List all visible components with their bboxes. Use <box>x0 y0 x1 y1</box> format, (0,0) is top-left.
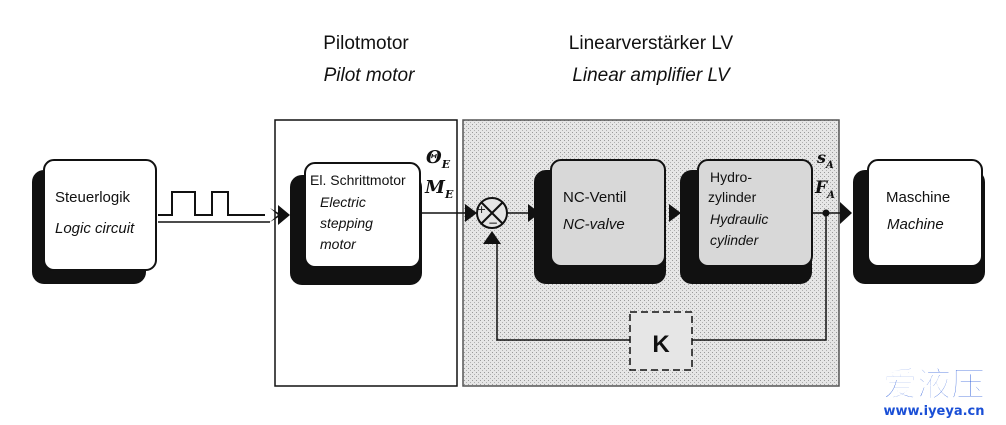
valve-label-en: NC-valve <box>563 216 625 233</box>
cylinder-label-de-2: zylinder <box>708 189 757 205</box>
signal-m-e: ME <box>424 177 454 201</box>
machine-label-de: Maschine <box>886 189 950 206</box>
watermark-url: www.iyeya.cn <box>883 404 984 419</box>
stepper-label-en-3: motor <box>320 236 357 252</box>
signal-f-a: FA <box>814 178 835 201</box>
pulse-train-signal <box>158 191 290 225</box>
amplifier-title-en: Linear amplifier LV <box>572 65 732 86</box>
stepping-motor-block: El. Schrittmotor Electric stepping motor <box>290 162 422 285</box>
svg-text:+: + <box>477 203 486 216</box>
hydraulic-cylinder-block: Hydro- zylinder Hydraulic cylinder <box>680 159 813 284</box>
logic-label-en: Logic circuit <box>55 220 135 237</box>
svg-text:−: − <box>488 216 498 230</box>
watermark-main: 爱液压 <box>883 365 985 405</box>
stepper-label-de: El. Schrittmotor <box>310 172 406 188</box>
watermark-logo: 爱液压 www.iyeya.cn <box>883 365 986 420</box>
cylinder-label-en-1: Hydraulic <box>710 211 768 227</box>
arrow-into-sum <box>465 204 477 222</box>
arrow-into-stepper <box>278 205 290 225</box>
cylinder-label-en-2: cylinder <box>710 232 760 248</box>
signal-s-a: sA <box>816 148 834 171</box>
pilot-motor-title-en: Pilot motor <box>324 65 415 86</box>
stepper-label-en-2: stepping <box>320 215 373 231</box>
arrow-into-cylinder <box>669 204 681 222</box>
arrow-into-machine <box>840 202 852 224</box>
nc-valve-block: NC-Ventil NC-valve <box>534 159 666 284</box>
feedback-k-block: K <box>629 311 693 371</box>
logic-circuit-block: Steuerlogik Logic circuit <box>32 159 157 284</box>
feedback-k-label: K <box>652 331 670 358</box>
amplifier-title-de: Linearverstärker LV <box>569 33 734 54</box>
logic-label-de: Steuerlogik <box>55 189 131 206</box>
machine-label-en: Machine <box>887 216 944 233</box>
stepper-label-en-1: Electric <box>320 194 366 210</box>
cylinder-label-de-1: Hydro- <box>710 169 752 185</box>
signal-theta-e: ΘE <box>426 147 451 171</box>
machine-block: Maschine Machine <box>853 159 985 284</box>
pilot-motor-title-de: Pilotmotor <box>323 33 409 54</box>
valve-label-de: NC-Ventil <box>563 189 626 206</box>
